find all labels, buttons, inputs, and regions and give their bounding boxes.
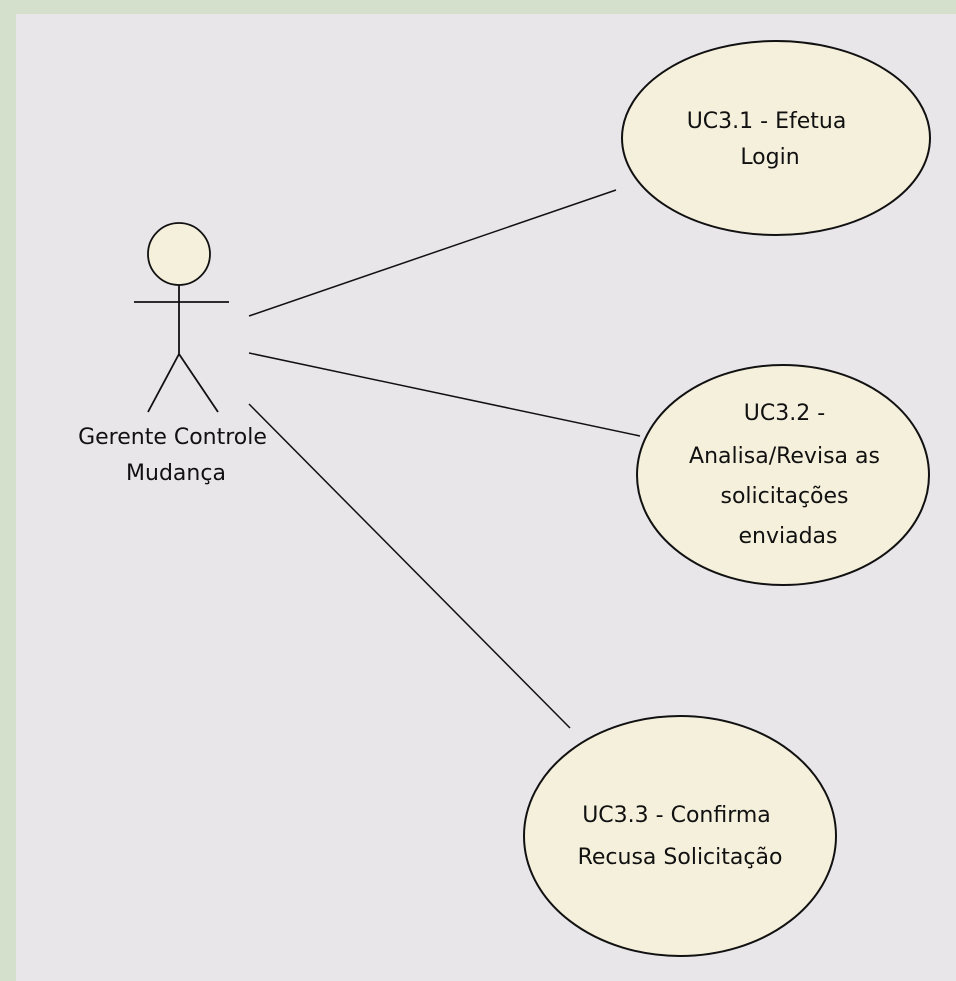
actor-label-line-1: Gerente Controle — [78, 425, 267, 450]
actor-right-leg — [178, 353, 219, 413]
association-uc3 — [248, 403, 571, 729]
use-case-uc1-ellipse — [621, 40, 931, 236]
actor-label-line-2: Mudança — [126, 461, 226, 486]
association-uc1 — [248, 189, 617, 317]
use-case-uc3-ellipse — [523, 715, 837, 957]
association-uc2 — [248, 352, 641, 437]
actor-head — [147, 222, 211, 286]
use-case-uc1-label: UC3.1 - Efetua Login — [687, 109, 854, 170]
use-case-uc3[interactable]: UC3.3 - Confirma Recusa Solicitação — [523, 715, 837, 957]
use-case-uc1[interactable]: UC3.1 - Efetua Login — [621, 40, 931, 236]
use-case-uc2-label: UC3.2 - Analisa/Revisa as solicitações e… — [689, 401, 887, 549]
use-case-uc2-ellipse — [636, 364, 930, 586]
actor-figure[interactable] — [134, 222, 229, 413]
actor-left-leg — [147, 353, 180, 413]
actor-label: Gerente Controle Mudança — [78, 425, 274, 486]
use-case-uc2[interactable]: UC3.2 - Analisa/Revisa as solicitações e… — [636, 364, 930, 586]
use-case-uc3-label: UC3.3 - Confirma Recusa Solicitação — [578, 803, 783, 870]
